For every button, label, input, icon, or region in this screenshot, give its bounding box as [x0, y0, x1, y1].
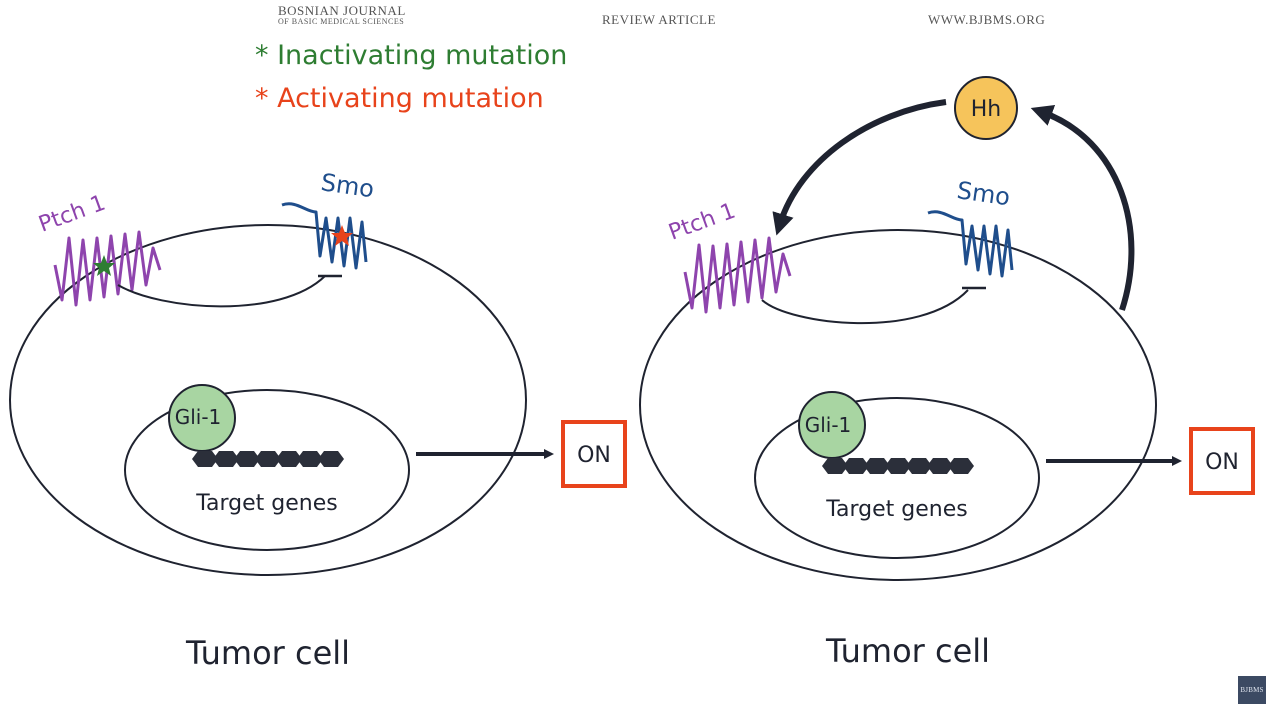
journal-name: BOSNIAN JOURNAL OF BASIC MEDICAL SCIENCE… — [278, 4, 406, 26]
right-on-box — [1189, 427, 1255, 495]
left-smo-receptor — [281, 202, 368, 270]
legend-inactivating: * Inactivating mutation — [255, 40, 568, 71]
hh-ligand-label: Hh — [971, 97, 1002, 122]
left-dna-chain — [192, 451, 344, 467]
left-ptch-label: Ptch 1 — [36, 191, 109, 238]
inactivating-mutation-star-icon — [93, 255, 115, 276]
left-inhibition-curve — [117, 275, 326, 308]
left-tumor-cell: Ptch 1 Smo Gli-1 Target genes — [9, 168, 627, 672]
right-cell-caption: Tumor cell — [825, 632, 990, 670]
right-smo-label: Smo — [955, 176, 1012, 211]
left-on-label: ON — [577, 443, 611, 468]
left-nucleus — [124, 389, 410, 551]
left-cell-caption: Tumor cell — [185, 634, 350, 672]
left-smo-label: Smo — [319, 168, 376, 203]
right-cell-membrane — [639, 229, 1157, 581]
right-target-genes-label: Target genes — [825, 497, 968, 522]
right-dna-chain — [822, 458, 974, 474]
right-tumor-cell: Ptch 1 Smo Hh Gli-1 Target genes ON — [639, 76, 1255, 670]
left-cell-membrane — [9, 224, 527, 576]
legend-activating: * Activating mutation — [255, 83, 544, 114]
hh-ligand-node — [954, 76, 1018, 140]
left-gli-label: Gli-1 — [175, 405, 222, 429]
right-on-label: ON — [1205, 450, 1239, 475]
right-ptch-label: Ptch 1 — [666, 199, 739, 246]
autocrine-arrow-to-hh — [1030, 105, 1135, 311]
activating-mutation-star-icon — [331, 225, 353, 246]
right-inhibition-curve — [761, 289, 969, 325]
right-gli-label: Gli-1 — [805, 413, 852, 437]
right-ptch-receptor — [683, 236, 792, 314]
left-target-genes-label: Target genes — [195, 491, 338, 516]
bjbms-logo: BJBMS — [1238, 676, 1266, 704]
left-on-box — [561, 420, 627, 488]
article-type: REVIEW ARTICLE — [602, 12, 716, 27]
journal-title: BOSNIAN JOURNAL — [278, 3, 406, 18]
right-smo-receptor — [927, 210, 1014, 278]
right-nucleus — [754, 397, 1040, 559]
journal-url: WWW.BJBMS.ORG — [928, 12, 1046, 27]
journal-subtitle: OF BASIC MEDICAL SCIENCES — [278, 17, 405, 26]
hh-arrow-to-ptch — [772, 99, 947, 236]
